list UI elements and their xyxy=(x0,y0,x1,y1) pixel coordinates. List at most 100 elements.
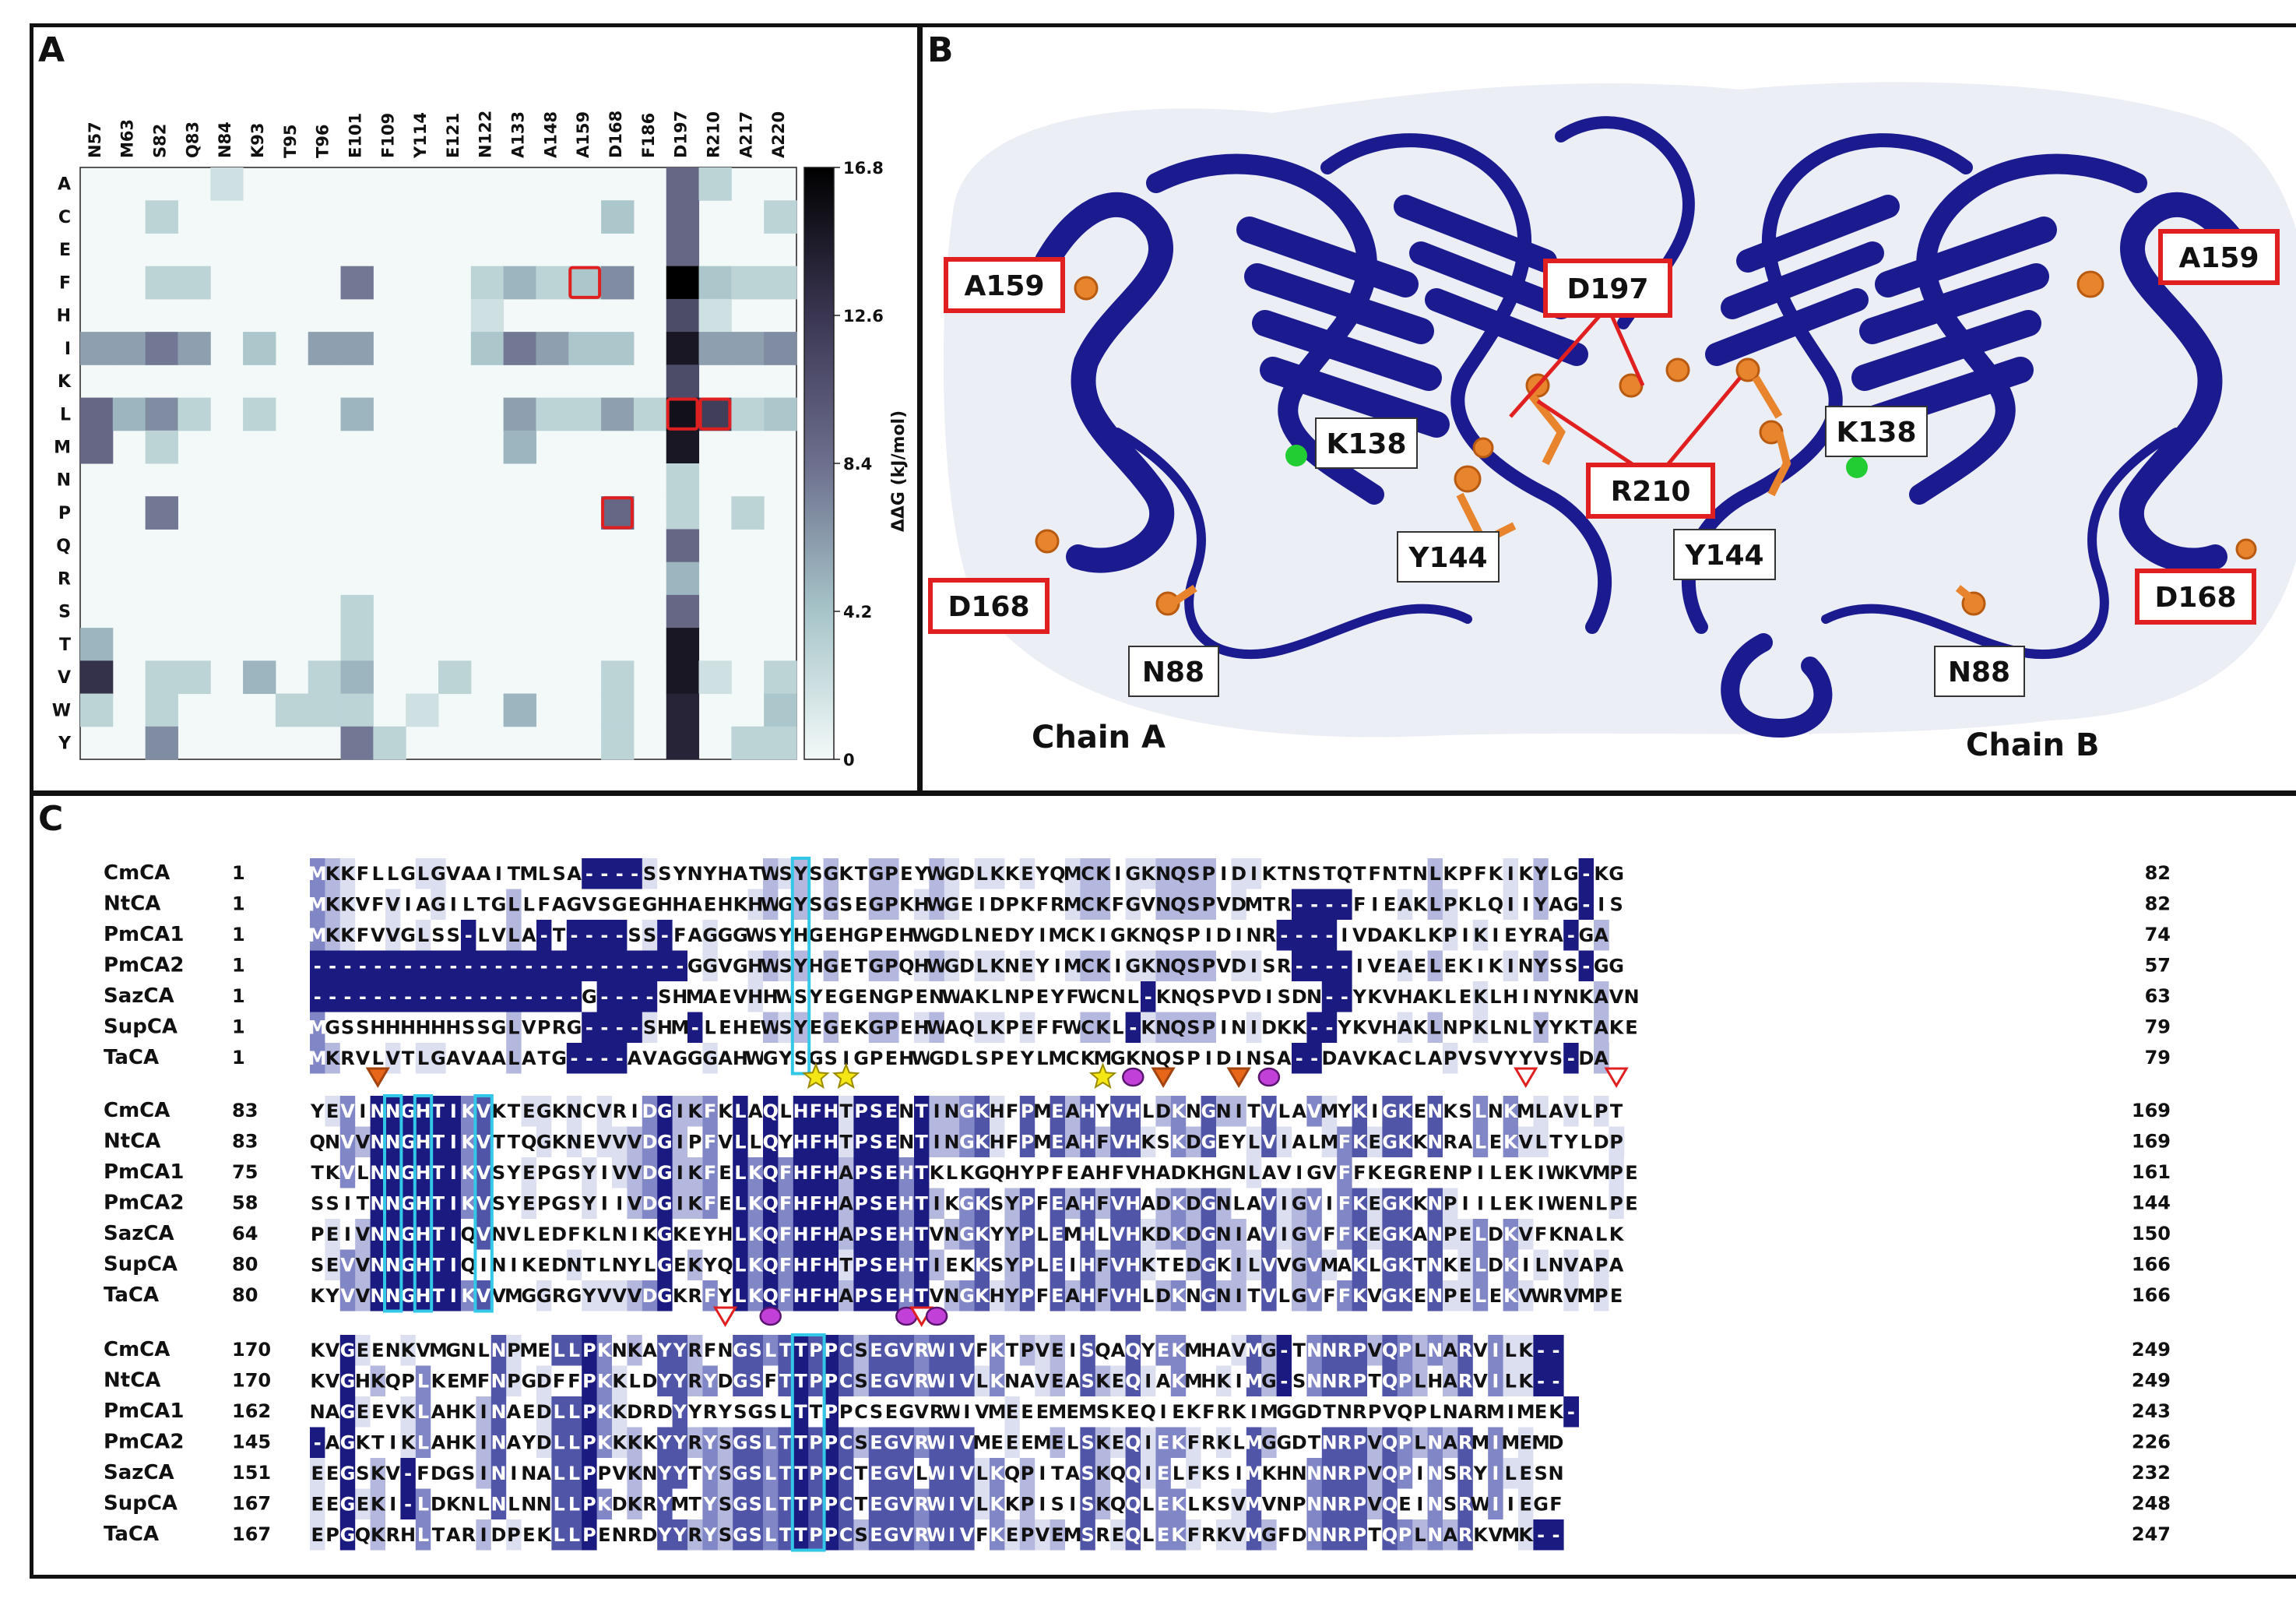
residue: I xyxy=(480,1401,487,1423)
residue: K xyxy=(1367,1162,1383,1184)
alignment-cell xyxy=(1563,920,1579,951)
residue: G xyxy=(1292,1401,1307,1423)
residue: V xyxy=(899,1494,914,1516)
residue: I xyxy=(979,894,986,916)
seq-start: 151 xyxy=(232,1462,271,1484)
residue: G xyxy=(702,924,718,946)
residue: L xyxy=(1036,1047,1048,1069)
alignment-cell xyxy=(596,920,613,951)
residue: V xyxy=(325,1371,340,1393)
residue: - xyxy=(434,956,442,977)
alignment-cell xyxy=(612,889,628,920)
residue: G xyxy=(733,1340,748,1361)
seq-end: 150 xyxy=(2132,1223,2171,1245)
residue: L xyxy=(1475,1100,1486,1122)
residue: H xyxy=(672,894,687,916)
residue: P xyxy=(1021,1193,1035,1215)
residue: L xyxy=(644,1255,656,1276)
residue: C xyxy=(1398,1047,1412,1069)
residue: - xyxy=(555,956,563,977)
residue: G xyxy=(823,863,839,885)
alignment-cell xyxy=(506,950,522,981)
residue: T xyxy=(432,1285,445,1307)
heatmap-col-label: Y114 xyxy=(411,112,430,159)
residue: Y xyxy=(582,1193,596,1215)
residue: Q xyxy=(1110,1494,1126,1516)
alignment-cell xyxy=(476,920,492,951)
residue: T xyxy=(794,1371,807,1393)
residue: I xyxy=(1538,1193,1545,1215)
residue: V xyxy=(1262,1132,1277,1153)
structure-illustration: A159 D197 A159 D168 R210 D168 K138 K138 … xyxy=(928,82,2296,763)
residue: A xyxy=(718,1047,733,1069)
alignment-cell xyxy=(325,920,341,951)
residue: A xyxy=(1398,956,1412,977)
residue: K xyxy=(1216,1524,1232,1546)
alignment-cell xyxy=(400,858,417,889)
residue: F xyxy=(1549,1494,1562,1516)
residue: - xyxy=(600,956,608,977)
residue: H xyxy=(793,1193,808,1215)
heatmap-col-label: E121 xyxy=(444,113,462,158)
residue: P xyxy=(582,1463,596,1484)
residue: H xyxy=(1397,986,1412,1008)
residue: L xyxy=(568,1432,580,1454)
residue: D xyxy=(1186,1132,1201,1153)
residue: S xyxy=(1564,956,1577,977)
residue: T xyxy=(1414,1255,1427,1276)
residue: Y xyxy=(657,1432,672,1454)
residue: P xyxy=(870,1047,884,1069)
residue: - xyxy=(374,956,381,977)
residue: K xyxy=(1141,1132,1156,1153)
residue: K xyxy=(975,986,990,1008)
heatmap-cell xyxy=(698,298,732,333)
residue: M xyxy=(1033,1100,1052,1122)
alignment-cell xyxy=(1231,858,1247,889)
residue: E xyxy=(1112,1371,1124,1393)
residue: K xyxy=(1503,1132,1519,1153)
residue: P xyxy=(1021,986,1035,1008)
residue: - xyxy=(1582,894,1590,916)
residue: E xyxy=(1368,1224,1380,1245)
residue: F xyxy=(704,1132,716,1153)
residue: K xyxy=(1518,1193,1534,1215)
residue: - xyxy=(1552,1340,1560,1361)
residue: V xyxy=(1307,1224,1322,1245)
residue: Y xyxy=(1533,1017,1548,1039)
residue: K xyxy=(1232,1401,1247,1423)
residue: G xyxy=(1216,1162,1232,1184)
heatmap-cell xyxy=(666,463,700,497)
alignment-cell xyxy=(566,858,582,889)
alignment-cell xyxy=(763,889,779,920)
residue: K xyxy=(1171,1224,1187,1245)
seq-start: 1 xyxy=(232,893,245,915)
residue: V xyxy=(1111,1193,1126,1215)
residue: Q xyxy=(1397,1401,1412,1423)
residue: Q xyxy=(762,1255,778,1276)
residue: Q xyxy=(1155,924,1171,946)
residue: G xyxy=(1382,1193,1398,1215)
residue: V xyxy=(1262,1193,1277,1215)
heatmap-cell xyxy=(698,332,732,365)
residue: S xyxy=(976,1047,989,1069)
residue: Q xyxy=(1125,1340,1141,1361)
marker-triangle-filled xyxy=(1151,1067,1176,1088)
residue: C xyxy=(582,1100,596,1122)
residue: E xyxy=(885,1100,898,1122)
residue: N xyxy=(1306,1494,1322,1516)
residue: I xyxy=(480,1524,487,1546)
residue: T xyxy=(779,1340,793,1361)
residue: V xyxy=(1111,1100,1126,1122)
residue: M xyxy=(670,1494,689,1516)
alignment-cell xyxy=(582,920,597,951)
residue: N xyxy=(1548,1255,1563,1276)
residue: V xyxy=(1352,924,1367,946)
residue: V xyxy=(930,1224,944,1245)
residue: H xyxy=(445,1401,461,1423)
residue: N xyxy=(1563,986,1579,1008)
residue: W xyxy=(941,1401,962,1423)
heatmap-cell xyxy=(731,397,765,431)
residue: D xyxy=(1155,1193,1171,1215)
alignment-cell xyxy=(1080,889,1096,920)
residue: R xyxy=(1262,924,1276,946)
